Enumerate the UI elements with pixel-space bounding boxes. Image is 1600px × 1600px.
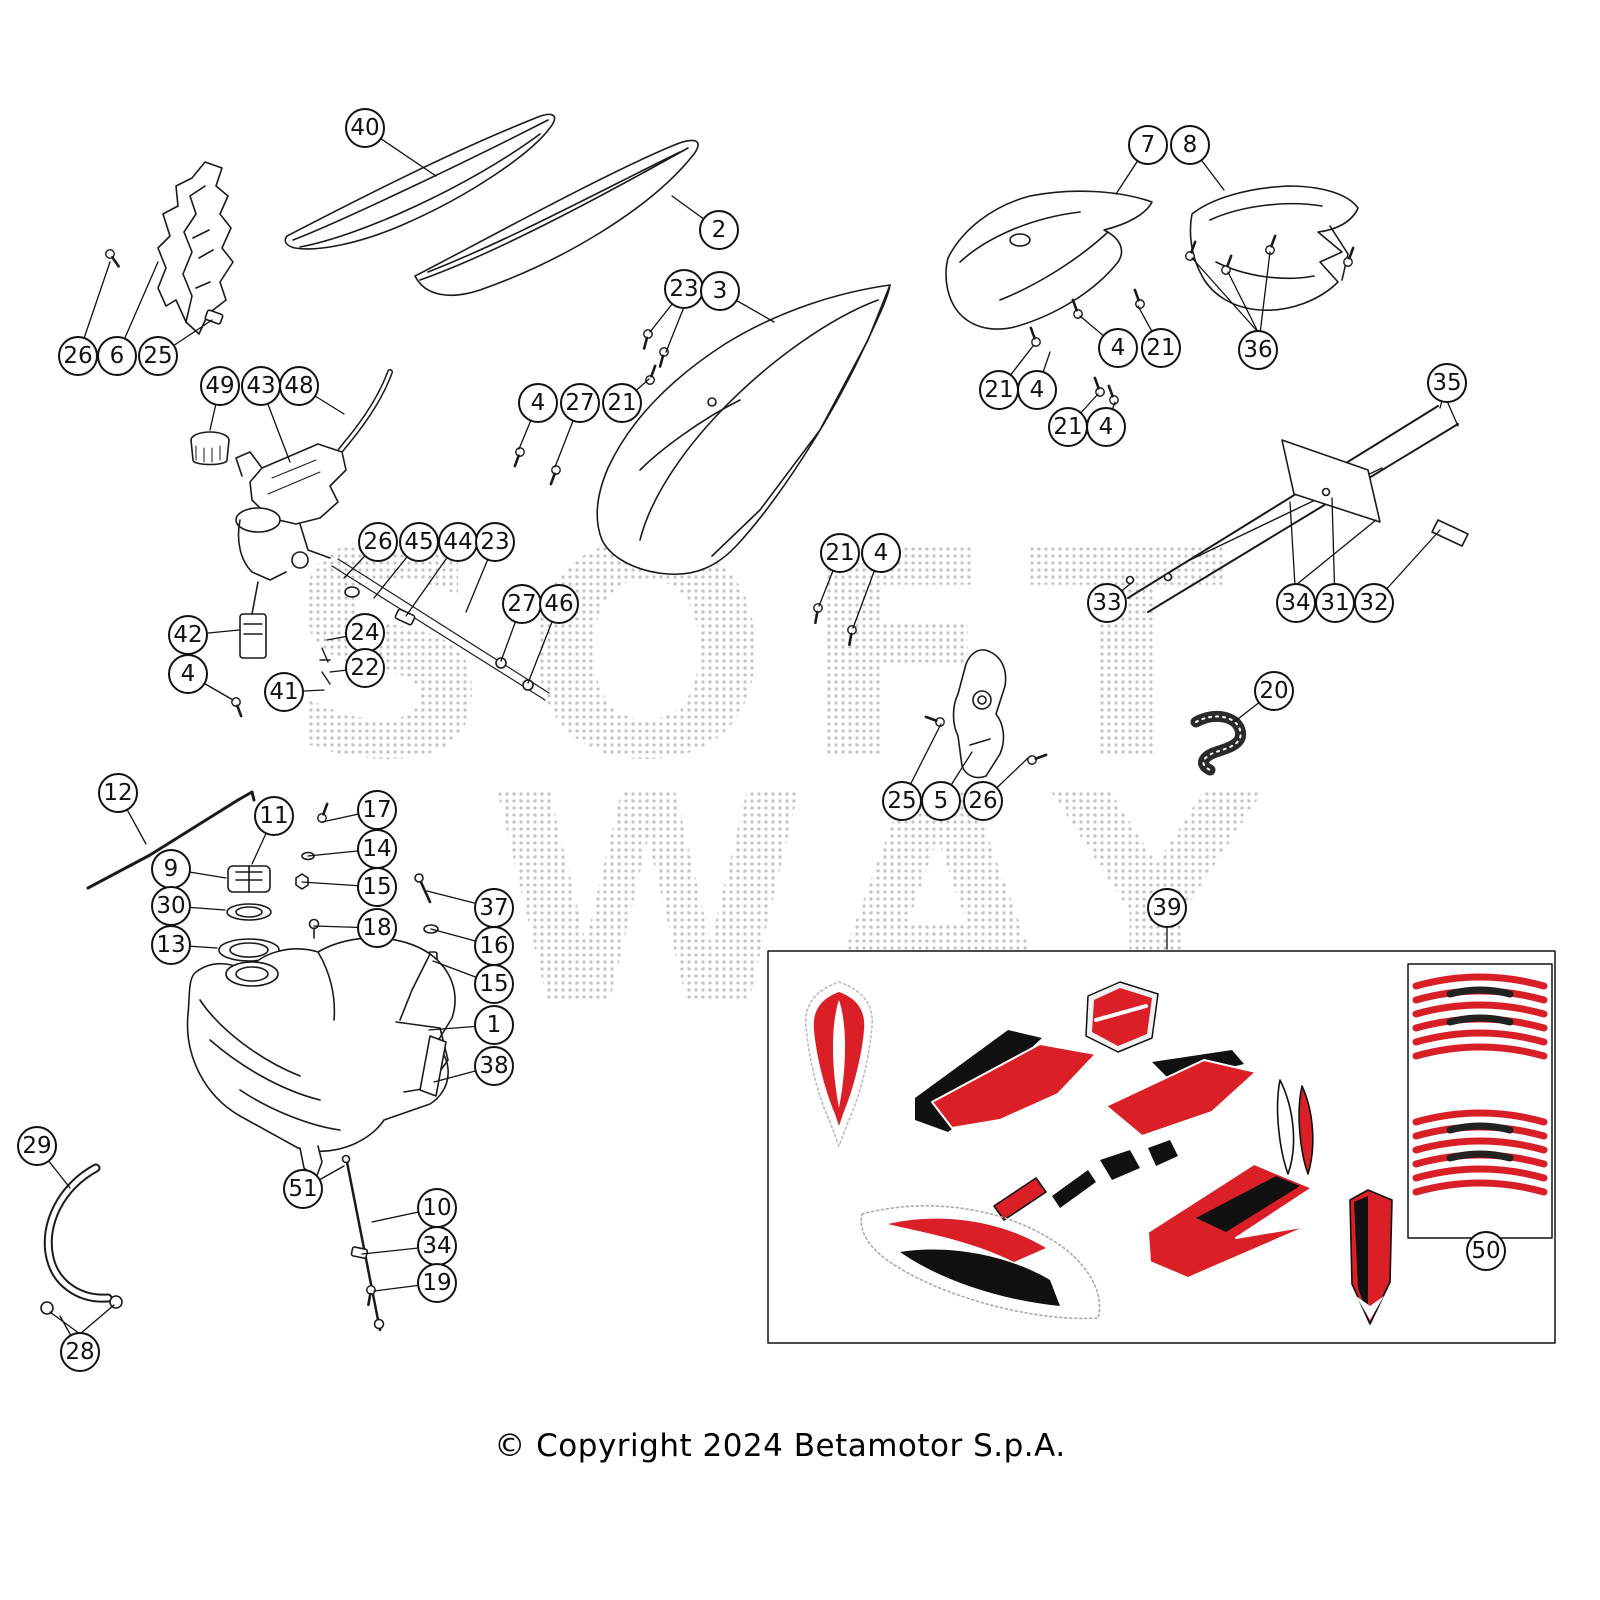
breather-hose-part: [40, 1163, 123, 1315]
decal-shroud-left: [915, 1030, 1097, 1132]
callout-42: 42: [168, 615, 208, 655]
callout-31: 31: [1315, 583, 1355, 623]
callout-21: 21: [1141, 328, 1181, 368]
callout-23: 23: [475, 522, 515, 562]
decal-lower-fender: [860, 1205, 1101, 1320]
decal-tail-pieces: [1276, 1079, 1314, 1175]
callout-12: 12: [98, 773, 138, 813]
callout-10: 10: [417, 1188, 457, 1228]
fuel-tank-part: [186, 937, 456, 1179]
bracket-part: [239, 581, 267, 659]
callout-43: 43: [241, 366, 281, 406]
copyright-text: © Copyright 2024 Betamotor S.p.A.: [494, 1428, 1066, 1464]
decal-small-pair: [993, 1170, 1096, 1221]
callout-29: 29: [17, 1126, 57, 1166]
callout-21: 21: [602, 383, 642, 423]
subframe-rods-part: [1125, 405, 1469, 613]
callout-41: 41: [264, 672, 304, 712]
vent-rod-part: [86, 790, 256, 890]
callout-4: 4: [168, 654, 208, 694]
seat-part: [284, 113, 556, 250]
callout-15: 15: [474, 964, 514, 1004]
callout-1: 1: [474, 1005, 514, 1045]
callout-3: 3: [700, 271, 740, 311]
callout-34: 34: [417, 1226, 457, 1266]
callout-39: 39: [1147, 888, 1187, 928]
fuel-line-part: [319, 558, 550, 701]
callout-35: 35: [1427, 363, 1467, 403]
callout-25: 25: [882, 781, 922, 821]
callout-2: 2: [699, 210, 739, 250]
callout-17: 17: [357, 790, 397, 830]
callout-50: 50: [1466, 1231, 1506, 1271]
callout-5: 5: [921, 781, 961, 821]
callout-4: 4: [861, 533, 901, 573]
callout-22: 22: [345, 648, 385, 688]
callout-28: 28: [60, 1332, 100, 1372]
fuel-pump-assembly-part: [235, 369, 393, 581]
callout-7: 7: [1128, 125, 1168, 165]
callout-45: 45: [399, 522, 439, 562]
side-panel-part: [596, 284, 891, 576]
callout-23: 23: [664, 269, 704, 309]
fuel-cap-part: [190, 431, 230, 466]
callout-15: 15: [357, 867, 397, 907]
callout-27: 27: [502, 584, 542, 624]
callout-26: 26: [358, 522, 398, 562]
callout-6: 6: [97, 336, 137, 376]
callout-30: 30: [151, 886, 191, 926]
callout-27: 27: [560, 383, 600, 423]
callout-9: 9: [151, 849, 191, 889]
decal-kit-box: [767, 950, 1556, 1344]
callout-44: 44: [438, 522, 478, 562]
decal-front-fender: [805, 981, 873, 1147]
callout-26: 26: [963, 781, 1003, 821]
callout-16: 16: [474, 926, 514, 966]
callout-33: 33: [1087, 583, 1127, 623]
callout-51: 51: [283, 1169, 323, 1209]
callout-46: 46: [539, 584, 579, 624]
callout-24: 24: [345, 613, 385, 653]
strap-part: [1190, 710, 1247, 776]
callout-8: 8: [1170, 125, 1210, 165]
rim-stripes-decal: [1407, 963, 1553, 1239]
seat-cover-part: [414, 139, 699, 297]
callout-19: 19: [417, 1263, 457, 1303]
callout-21: 21: [1048, 407, 1088, 447]
callout-34: 34: [1276, 583, 1316, 623]
callout-38: 38: [474, 1046, 514, 1086]
callout-48: 48: [279, 366, 319, 406]
decal-fork-guard: [1349, 1189, 1393, 1325]
decal-arrow-right: [1100, 1140, 1313, 1279]
decal-shroud-right: [1105, 1050, 1257, 1137]
callout-26: 26: [58, 336, 98, 376]
callout-14: 14: [357, 829, 397, 869]
callout-4: 4: [1086, 407, 1126, 447]
callout-36: 36: [1238, 330, 1278, 370]
callout-37: 37: [474, 888, 514, 928]
callout-20: 20: [1254, 671, 1294, 711]
callout-18: 18: [357, 908, 397, 948]
watermark: SOFT WAY: [284, 487, 1261, 1069]
callout-4: 4: [1017, 370, 1057, 410]
callout-49: 49: [200, 366, 240, 406]
callout-32: 32: [1354, 583, 1394, 623]
side-bracket-part: [923, 649, 1049, 779]
drain-rod-part: [341, 1154, 385, 1332]
callout-11: 11: [254, 796, 294, 836]
decal-number-plate: [1085, 981, 1159, 1053]
callout-4: 4: [518, 383, 558, 423]
heat-guard-part: [157, 161, 234, 335]
callout-40: 40: [345, 108, 385, 148]
tank-cap-hardware-parts: [218, 865, 280, 962]
callout-4: 4: [1098, 328, 1138, 368]
callout-25: 25: [138, 336, 178, 376]
callout-21: 21: [979, 370, 1019, 410]
rear-fender-part: [945, 190, 1153, 330]
callout-13: 13: [151, 925, 191, 965]
callout-21: 21: [820, 533, 860, 573]
